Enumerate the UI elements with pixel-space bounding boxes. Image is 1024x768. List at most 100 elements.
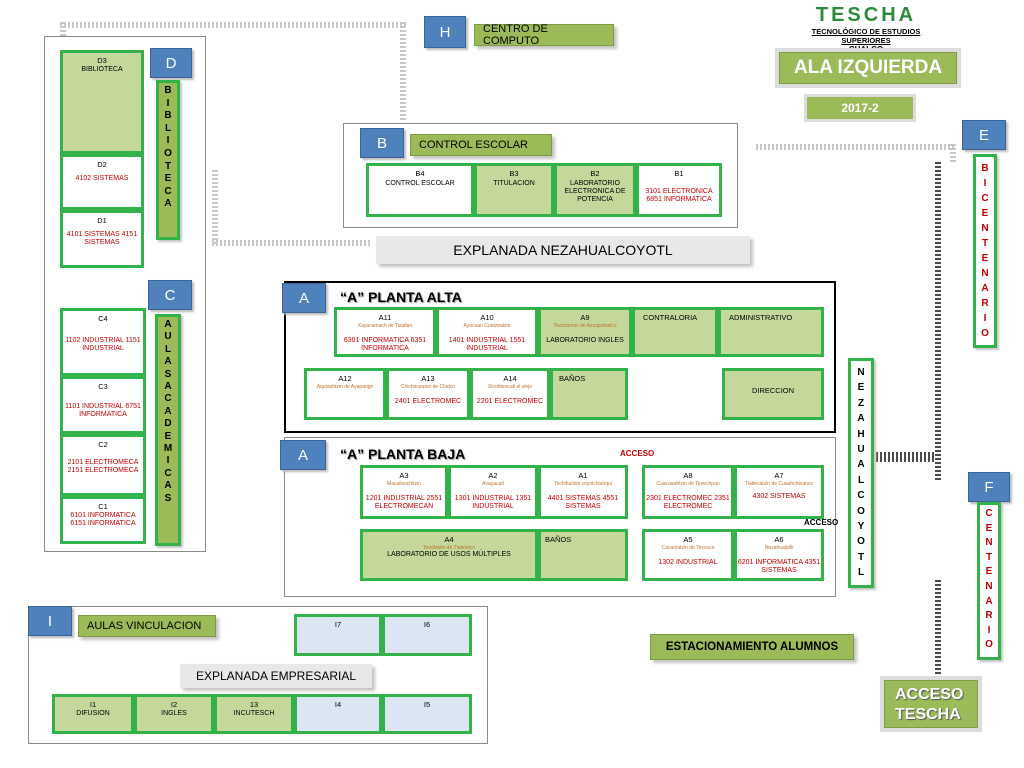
- vertical-letter: A: [981, 283, 989, 294]
- vertical-letter: I: [987, 624, 991, 636]
- section-i-badge: I: [28, 606, 72, 636]
- planta-baja-badge: A: [280, 440, 326, 470]
- vertical-letter: B: [164, 110, 172, 122]
- walkway: [212, 170, 218, 246]
- walkway: [400, 22, 406, 122]
- vertical-letter: O: [985, 639, 993, 651]
- vertical-letter: I: [983, 178, 987, 189]
- section-i-label: AULAS VINCULACION: [78, 615, 216, 637]
- vertical-letter: N: [985, 580, 993, 592]
- vertical-letter: I: [166, 455, 170, 467]
- vertical-letter: A: [857, 413, 865, 425]
- vertical-letter: C: [164, 467, 172, 479]
- vertical-letter: E: [857, 382, 865, 394]
- section-f-badge: F: [968, 472, 1010, 502]
- vertical-letter: L: [164, 122, 172, 134]
- vertical-letter: I: [166, 135, 170, 147]
- vertical-letter: C: [164, 185, 172, 197]
- room-banos-baja[interactable]: BAÑOS: [538, 529, 628, 581]
- vertical-letter: C: [857, 490, 865, 502]
- room-direccion[interactable]: DIRECCION: [722, 368, 824, 420]
- vertical-letter: C: [981, 193, 989, 204]
- page-title: ALA IZQUIERDA: [775, 48, 961, 88]
- vertical-letter: E: [981, 208, 989, 219]
- vertical-letter: A: [164, 480, 172, 492]
- room-i5[interactable]: I5: [382, 694, 472, 734]
- vertical-letter: H: [857, 428, 865, 440]
- acceso-tescha-line1: ACCESO: [895, 686, 964, 703]
- vertical-letter: A: [164, 319, 172, 330]
- room-banos-alta[interactable]: BAÑOS: [550, 368, 628, 420]
- vertical-letter: M: [163, 443, 173, 455]
- estacionamiento-alumnos: ESTACIONAMIENTO ALUMNOS: [650, 634, 854, 660]
- vertical-letter: E: [164, 173, 172, 185]
- section-h-label: CENTRO DE COMPUTO: [474, 23, 614, 47]
- vertical-letter: A: [857, 459, 865, 471]
- vertical-letter: L: [857, 474, 865, 486]
- walkway: [876, 452, 936, 462]
- vertical-letter: I: [166, 97, 170, 109]
- vertical-letter: A: [164, 405, 172, 417]
- planta-alta-badge: A: [282, 283, 326, 313]
- section-e-badge: E: [962, 120, 1006, 150]
- logo: TESCHA TECNOLÓGICO DE ESTUDIOS SUPERIORE…: [786, 4, 946, 54]
- acceso-label-right: ACCESO: [804, 518, 839, 527]
- walkway: [756, 144, 956, 150]
- room-i4[interactable]: I4: [294, 694, 382, 734]
- planta-baja-title: “A” PLANTA BAJA: [340, 446, 466, 462]
- room-i6[interactable]: I6: [382, 614, 472, 656]
- room-contraloria[interactable]: CONTRALORIA: [632, 307, 718, 357]
- walkway: [212, 240, 372, 246]
- vertical-letter: C: [985, 508, 993, 519]
- room-administrativo[interactable]: ADMINISTRATIVO: [718, 307, 824, 357]
- vertical-letter: T: [981, 238, 989, 249]
- section-h-badge: H: [424, 16, 466, 48]
- vertical-letter: S: [164, 492, 172, 504]
- vertical-letter: A: [164, 356, 172, 368]
- vertical-letter: I: [983, 313, 987, 324]
- vertical-letter: C: [164, 393, 172, 405]
- vertical-letter: Z: [857, 397, 865, 409]
- logo-brand: TESCHA: [815, 4, 917, 26]
- section-c-badge: C: [148, 280, 192, 310]
- vertical-letter: R: [985, 610, 993, 622]
- vertical-letter: O: [857, 536, 865, 548]
- period-text: 2017-2: [807, 97, 913, 119]
- vertical-letter: L: [164, 343, 172, 355]
- vertical-letter: U: [857, 444, 865, 456]
- room-i7[interactable]: I7: [294, 614, 382, 656]
- page-title-text: ALA IZQUIERDA: [779, 52, 957, 84]
